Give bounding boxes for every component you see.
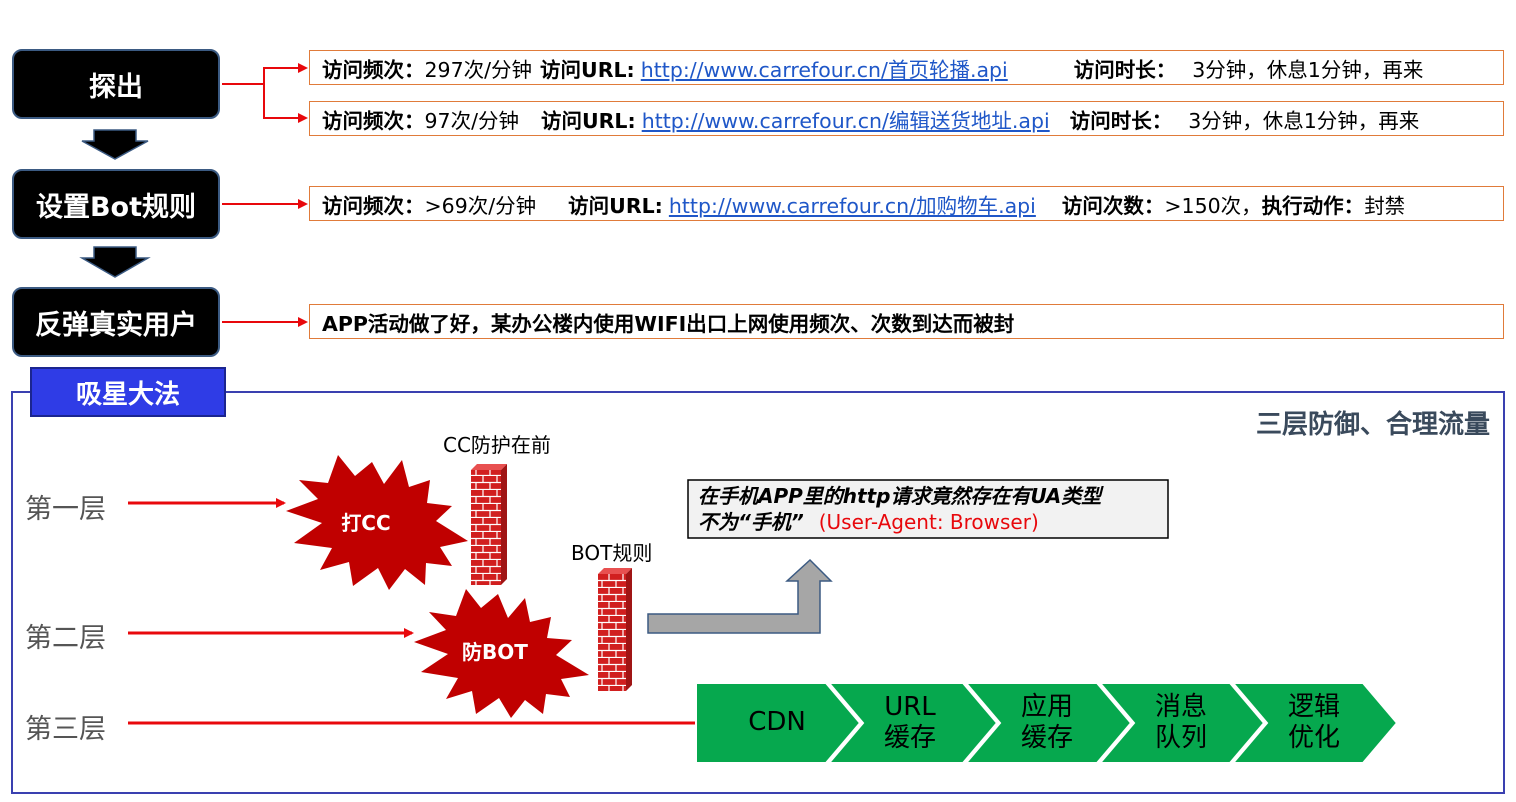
rule-row: 访问频次： >69次/分钟 访问URL: http://www.carrefou… bbox=[309, 186, 1504, 221]
pipeline-line2: 缓存 bbox=[883, 723, 936, 753]
ua-note-text: 在手机APP里的http请求竟然存在有UA类型 不为“手机” (User-Age… bbox=[698, 483, 1166, 535]
url-link[interactable]: http://www.carrefour.cn/编辑送货地址.api bbox=[641, 108, 1050, 133]
layer-3-label: 第三层 bbox=[25, 714, 106, 745]
bot-wall bbox=[598, 568, 632, 691]
step-bot-rule: 设置Bot规则 bbox=[12, 169, 220, 239]
probe-row-2: 访问频次： 97次/分钟 访问URL: http://www.carrefour… bbox=[309, 101, 1504, 136]
chevron-logic bbox=[1230, 682, 1399, 764]
probe-connector bbox=[222, 63, 308, 123]
url-label: 访问URL: bbox=[540, 57, 635, 82]
cc-wall-caption: CC防护在前 bbox=[443, 433, 551, 457]
grey-bent-arrow bbox=[647, 558, 833, 634]
url-link[interactable]: http://www.carrefour.cn/首页轮播.api bbox=[640, 57, 1008, 82]
freq-label: 访问频次： bbox=[322, 193, 425, 218]
pipeline-cdn-label: CDN bbox=[712, 707, 842, 738]
defense-frame bbox=[11, 391, 1505, 794]
section-corner-title: 三层防御、合理流量 bbox=[1255, 410, 1490, 440]
cc-starburst bbox=[286, 455, 468, 590]
layer-1-label: 第一层 bbox=[25, 494, 106, 525]
step-bounce-user: 反弹真实用户 bbox=[12, 287, 220, 357]
pipeline-line1: CDN bbox=[748, 707, 806, 737]
freq-value: >69次/分钟 bbox=[424, 193, 537, 218]
freq-value: 97次/分钟 bbox=[424, 108, 520, 133]
bot-starburst bbox=[414, 589, 589, 718]
bot-badge-label: 防BOT bbox=[462, 640, 528, 664]
freq-value: 297次/分钟 bbox=[424, 57, 533, 82]
ua-note-prefix: 不为“手机” bbox=[698, 510, 804, 534]
action-value: 封禁 bbox=[1364, 193, 1406, 218]
freq-label: 访问频次： bbox=[322, 108, 425, 133]
pipeline-url-cache-label: URL 缓存 bbox=[845, 692, 975, 754]
ua-note-red: (User-Agent: Browser) bbox=[818, 510, 1039, 534]
pipeline-logic-label: 逻辑 优化 bbox=[1249, 692, 1379, 754]
probe-row-1: 访问频次： 297次/分钟 访问URL: http://www.carrefou… bbox=[309, 50, 1504, 85]
url-label: 访问URL: bbox=[541, 108, 636, 133]
layer-2-label: 第二层 bbox=[25, 623, 106, 654]
pipeline-line2: 队列 bbox=[1154, 723, 1207, 753]
bounce-row: APP活动做了好，某办公楼内使用WIFI出口上网使用频次、次数到达而被封 bbox=[309, 304, 1504, 339]
pipeline-mq-label: 消息 队列 bbox=[1116, 692, 1246, 754]
cc-badge-label: 打CC bbox=[341, 511, 391, 535]
count-value: >150次， bbox=[1164, 193, 1262, 218]
freq-label: 访问频次： bbox=[322, 57, 425, 82]
chevron-app-cache bbox=[963, 682, 1133, 764]
ua-note-box bbox=[687, 479, 1169, 539]
url-link[interactable]: http://www.carrefour.cn/加购物车.api bbox=[668, 193, 1036, 218]
ua-note-line1: 在手机APP里的http请求竟然存在有UA类型 bbox=[698, 484, 1102, 508]
section-tab-title: 吸星大法 bbox=[75, 379, 180, 410]
duration-value: 3分钟，休息1分钟，再来 bbox=[1188, 108, 1420, 133]
pipeline-app-cache-label: 应用 缓存 bbox=[982, 692, 1112, 754]
pipeline-line1: 逻辑 bbox=[1287, 692, 1340, 722]
chevron-cdn bbox=[695, 682, 862, 764]
duration-label: 访问时长： bbox=[1073, 57, 1177, 82]
pipeline bbox=[695, 682, 1399, 764]
cc-wall bbox=[471, 464, 507, 585]
down-arrow-1 bbox=[81, 129, 149, 160]
duration-value: 3分钟，休息1分钟，再来 bbox=[1192, 57, 1424, 82]
pipeline-line2: 优化 bbox=[1287, 723, 1340, 753]
duration-label: 访问时长： bbox=[1069, 108, 1173, 133]
action-label: 执行动作： bbox=[1261, 193, 1365, 218]
section-tab: 吸星大法 bbox=[30, 367, 226, 417]
pipeline-line1: URL bbox=[884, 692, 936, 722]
chevron-mq bbox=[1097, 682, 1266, 764]
pipeline-line1: 应用 bbox=[1020, 692, 1073, 722]
pipeline-line1: 消息 bbox=[1154, 692, 1207, 722]
url-label: 访问URL: bbox=[568, 193, 663, 218]
pipeline-line2: 缓存 bbox=[1020, 723, 1073, 753]
count-label: 访问次数： bbox=[1061, 193, 1165, 218]
bot-wall-caption: BOT规则 bbox=[571, 541, 653, 565]
down-arrow-2 bbox=[79, 246, 151, 278]
bounce-text: APP活动做了好，某办公楼内使用WIFI出口上网使用频次、次数到达而被封 bbox=[322, 311, 1015, 336]
step-probe: 探出 bbox=[12, 49, 220, 119]
ua-note-line2: 不为“手机” (User-Agent: Browser) bbox=[698, 509, 1166, 535]
chevron-url-cache bbox=[826, 682, 999, 764]
